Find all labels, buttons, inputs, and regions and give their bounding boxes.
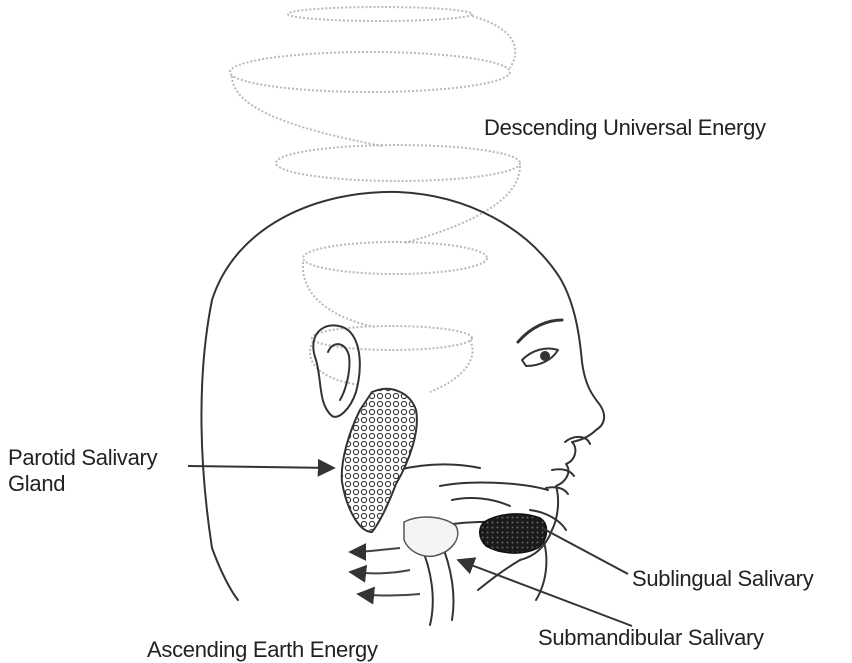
- parotid-label-line1: Parotid Salivary: [8, 445, 157, 471]
- submandibular-gland-icon: [404, 517, 458, 556]
- sublingual-gland-label: Sublingual Salivary: [632, 566, 813, 592]
- sublingual-gland-icon: [480, 514, 547, 553]
- parotid-gland-icon: [342, 389, 417, 532]
- parotid-gland-label: Parotid Salivary Gland: [8, 445, 157, 497]
- parotid-leader-arrow: [188, 466, 334, 468]
- submandibular-gland-label: Submandibular Salivary: [538, 625, 764, 651]
- sublingual-leader-line: [542, 528, 628, 574]
- descending-energy-label: Descending Universal Energy: [484, 115, 766, 141]
- parotid-label-line2: Gland: [8, 471, 157, 497]
- descending-energy-spiral-icon: [230, 7, 520, 392]
- ascending-energy-label: Ascending Earth Energy: [147, 637, 378, 663]
- ascending-energy-arrows-icon: [350, 548, 420, 596]
